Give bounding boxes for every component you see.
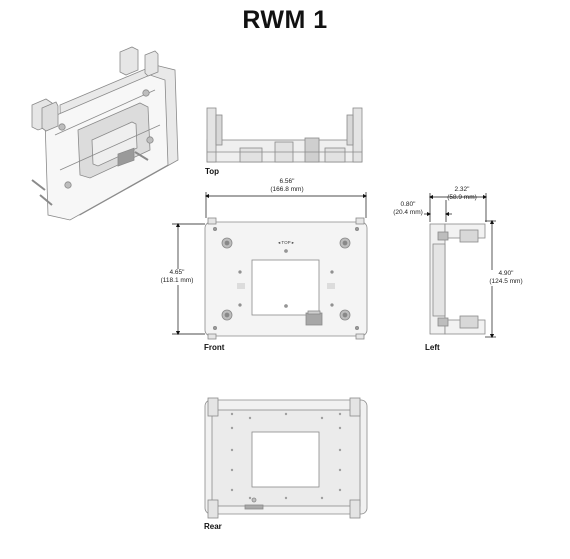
top-view: [206, 107, 363, 163]
dim-overall-height-mm: (124.5 mm): [489, 278, 523, 285]
page-title: RWM 1: [242, 6, 328, 34]
label-rear-view: Rear: [204, 522, 222, 531]
dim-depth-in: 2.32": [454, 186, 470, 193]
label-top-view: Top: [205, 167, 220, 176]
dim-depth-mm: (58.9 mm): [447, 194, 477, 201]
dim-flange-mm: (20.4 mm): [393, 209, 423, 216]
isometric-view: [31, 46, 179, 221]
label-left-view: Left: [425, 343, 440, 352]
dim-height: 4.65" (118.1 mm): [150, 269, 204, 285]
dim-width-in: 6.56": [279, 178, 295, 185]
dim-overall-height: 4.90" (124.5 mm): [480, 270, 532, 286]
dim-width: 6.56" (166.8 mm): [262, 178, 312, 194]
dim-flange: 0.80" (20.4 mm): [389, 201, 427, 217]
top-orientation-mark: ◂ TOP ▸: [278, 240, 295, 245]
rear-view: [204, 397, 368, 519]
dim-height-mm: (118.1 mm): [160, 277, 194, 284]
dim-height-in: 4.65": [169, 269, 185, 276]
label-front-view: Front: [204, 343, 225, 352]
dim-overall-height-in: 4.90": [498, 270, 514, 277]
dim-flange-in: 0.80": [400, 201, 416, 208]
front-view: ◂ TOP ▸: [204, 217, 368, 340]
dim-width-mm: (166.8 mm): [270, 186, 304, 193]
left-view: [429, 223, 486, 335]
dim-depth: 2.32" (58.9 mm): [440, 186, 484, 202]
